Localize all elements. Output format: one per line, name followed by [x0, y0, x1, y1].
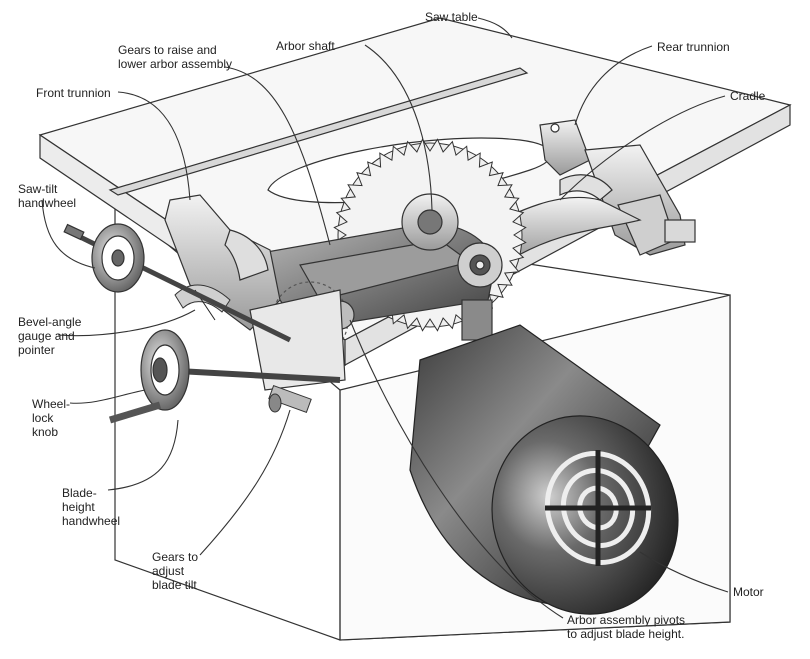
label-blade-height-handwheel: Blade- height handwheel — [62, 486, 121, 528]
label-saw-table: Saw table — [425, 10, 478, 24]
rear-trunnion — [539, 119, 696, 256]
leader-lines — [41, 17, 729, 619]
label-gears-raise: Gears to raise and lower arbor assembly — [118, 43, 233, 71]
saw-tilt-handwheel — [63, 223, 292, 343]
label-arbor-shaft: Arbor shaft — [276, 39, 335, 53]
motor — [409, 324, 679, 615]
front-trunnion — [164, 194, 355, 391]
label-arbor-pivots: Arbor assembly pivots to adjust blade he… — [567, 613, 686, 641]
gear-worm — [268, 384, 312, 414]
label-saw-tilt-handwheel: Saw-tilt handwheel — [18, 182, 77, 210]
label-cradle: Cradle — [730, 89, 766, 103]
label-wheel-lock-knob: Wheel- lock knob — [32, 397, 71, 439]
label-motor: Motor — [733, 585, 764, 599]
blade-height-handwheel — [108, 329, 341, 424]
label-gears-tilt: Gears to adjust blade tilt — [152, 550, 199, 592]
label-bevel-angle-gauge: Bevel-angle gauge and pointer — [18, 315, 82, 357]
label-rear-trunnion: Rear trunnion — [657, 40, 730, 54]
label-front-trunnion: Front trunnion — [36, 86, 111, 100]
